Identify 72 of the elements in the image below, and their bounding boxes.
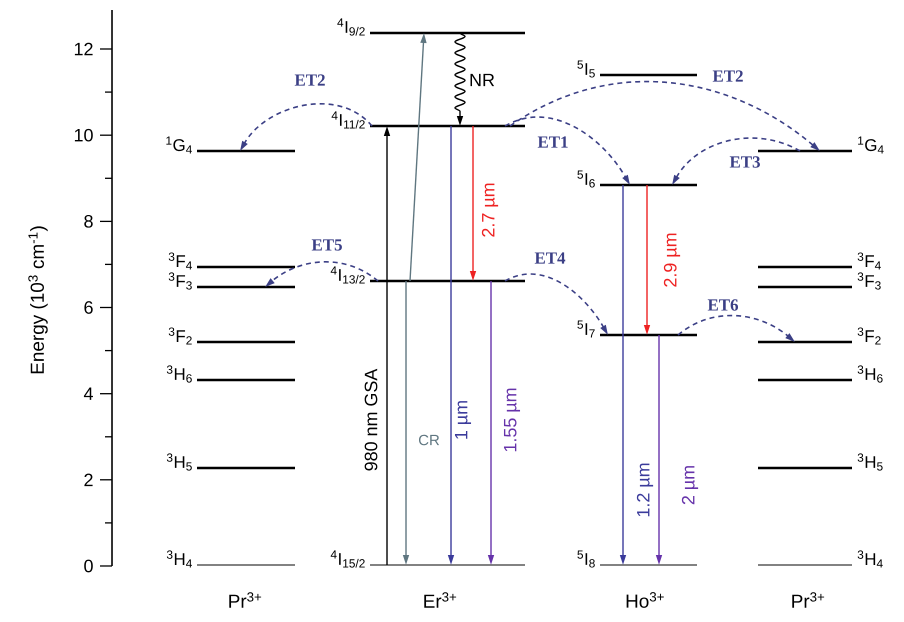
node-label: $^{4}$I$_{15/2}$ [330, 550, 365, 568]
node-label: $^{1}$G$_{4}$ [166, 136, 192, 154]
energy-level: $^{4}$I$_{9/2}$ [337, 18, 525, 36]
node-label: $^{3}$F$_{4}$ [858, 252, 881, 270]
energy-level: $^{5}$I$_{8}$ [577, 550, 697, 568]
edge-label: ET5 [310, 238, 344, 252]
node-label: $^{4}$I$_{9/2}$ [337, 18, 365, 36]
node-label: $^{3}$H$_{6}$ [166, 365, 192, 383]
node-label: $^{3}$H$_{5}$ [858, 453, 883, 471]
node-label: $^{3}$H$_{4}$ [858, 550, 883, 568]
energy-level: $^{3}$H$_{6}$ [166, 365, 295, 383]
node-label: $^{3}$H$_{6}$ [858, 365, 883, 383]
edge-label: 980 nm GSA [364, 368, 378, 472]
ion-label: Er$^{3+}$ [424, 592, 456, 608]
energy-level: $^{3}$F$_{4}$ [168, 252, 295, 270]
edge-label: 2.9 µm [662, 231, 682, 289]
node-label: $^{5}$I$_{6}$ [577, 170, 595, 188]
energy-level: $^{3}$F$_{2}$ [758, 327, 881, 345]
edge-label: NR [468, 72, 496, 88]
edge-label: ET4 [533, 251, 567, 265]
energy-level: $^{3}$F$_{3}$ [758, 272, 881, 290]
energy-level: $^{1}$G$_{4}$ [758, 136, 884, 154]
node-label: $^{4}$I$_{13/2}$ [330, 266, 365, 284]
node-label: $^{3}$F$_{3}$ [168, 272, 192, 290]
energy-level: $^{4}$I$_{15/2}$ [330, 550, 525, 568]
edge-label: ET2 [293, 73, 327, 87]
energy-level: $^{1}$G$_{4}$ [166, 136, 295, 154]
node-label: $^{3}$H$_{5}$ [166, 453, 192, 471]
energy-level: $^{4}$I$_{11/2}$ [332, 111, 525, 129]
energy-level: $^{3}$H$_{5}$ [758, 453, 883, 471]
energy-level: $^{4}$I$_{13/2}$ [330, 266, 525, 284]
edge-label: 1.2 µm [636, 461, 654, 519]
edge-label: ET6 [706, 298, 740, 312]
ion-label: Pr$^{3+}$ [792, 592, 824, 608]
tick-label: 8 [84, 214, 93, 228]
edge-label: ET3 [728, 155, 762, 169]
ion-label: Pr$^{3+}$ [229, 592, 262, 608]
edge-label: CR [417, 434, 441, 446]
edge-label: ET1 [536, 135, 570, 149]
axis-title: Energy (10$^{3}$ cm$^{-1}$) [28, 226, 48, 374]
energy-level: $^{3}$H$_{5}$ [166, 453, 295, 471]
energy-level: $^{5}$I$_{7}$ [577, 320, 697, 338]
energy-level: $^{3}$H$_{4}$ [166, 550, 295, 568]
tick-label: 0 [84, 560, 93, 572]
ion-label: Ho$^{3+}$ [626, 592, 664, 608]
edge-label: 1 µm [454, 398, 472, 442]
node-label: $^{3}$F$_{2}$ [168, 327, 192, 345]
tick-label: 2 [84, 474, 93, 486]
edge-label: 2 µm [680, 464, 700, 506]
tick-label: 10 [74, 128, 93, 142]
energy-level: $^{5}$I$_{5}$ [577, 60, 697, 78]
node-label: $^{5}$I$_{7}$ [577, 320, 595, 338]
energy-level: $^{3}$H$_{6}$ [758, 365, 883, 383]
node-label: $^{3}$F$_{3}$ [858, 272, 881, 290]
edge-label: 1.55 µm [502, 386, 522, 454]
energy-level: $^{3}$H$_{4}$ [758, 550, 883, 568]
energy-level: $^{5}$I$_{6}$ [577, 170, 697, 188]
node-label: $^{3}$H$_{4}$ [166, 550, 192, 568]
energy-level: $^{3}$F$_{2}$ [168, 327, 295, 345]
energy-level: $^{3}$F$_{4}$ [758, 252, 881, 270]
edge-label: ET2 [711, 69, 745, 83]
node-label: $^{3}$F$_{2}$ [858, 327, 881, 345]
node-label: $^{5}$I$_{5}$ [577, 60, 595, 78]
edge-label: 2.7 µm [480, 181, 500, 239]
node-label: $^{4}$I$_{11/2}$ [332, 111, 365, 129]
energy-level: $^{3}$F$_{3}$ [168, 272, 295, 290]
tick-label: 6 [84, 301, 93, 314]
tick-label: 12 [74, 42, 93, 56]
node-label: $^{3}$F$_{4}$ [168, 252, 192, 270]
node-label: $^{1}$G$_{4}$ [858, 136, 884, 154]
tick-label: 4 [84, 388, 93, 400]
node-label: $^{5}$I$_{8}$ [577, 550, 595, 568]
